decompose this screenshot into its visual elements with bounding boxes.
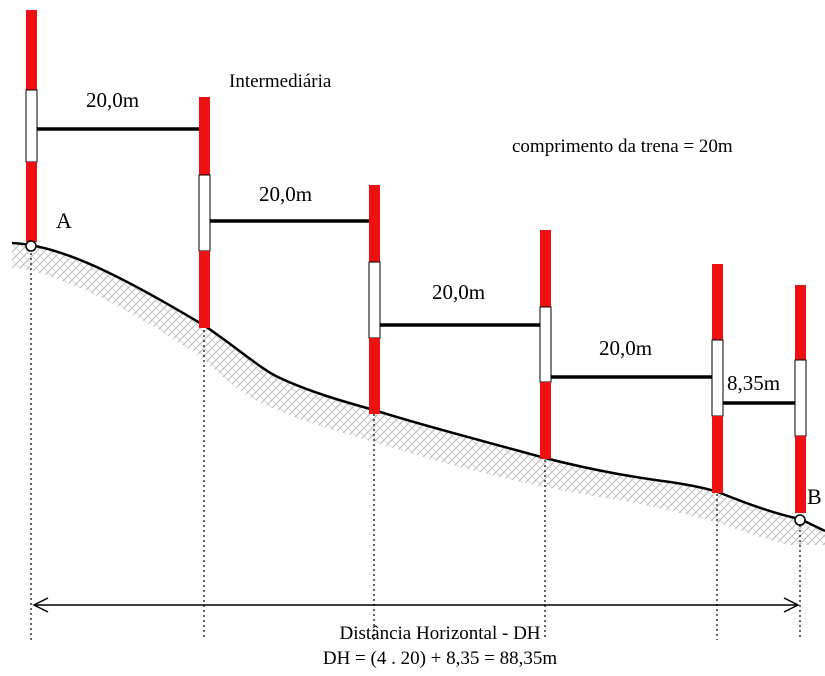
horizontal-distance-arrow <box>32 597 800 613</box>
horizontal-distance-label: Distância Horizontal - DH <box>339 623 540 644</box>
segment-label-1: 20,0m <box>86 88 139 112</box>
formula-label: DH = (4 . 20) + 8,35 = 88,35m <box>323 648 557 669</box>
arrowhead-left <box>32 597 49 613</box>
segment-label-5: 8,35m <box>727 371 780 395</box>
station-marker-b <box>794 514 806 526</box>
tape-length-note: comprimento da trena = 20m <box>512 136 733 157</box>
range-pole-2 <box>198 97 211 328</box>
intermediate-label: Intermediária <box>229 71 332 92</box>
range-pole-6 <box>794 285 807 513</box>
point-a-label: A <box>56 208 72 233</box>
projection-lines <box>30 248 801 640</box>
range-pole-5 <box>711 264 724 493</box>
arrowhead-right <box>783 597 800 613</box>
segment-label-2: 20,0m <box>259 182 312 206</box>
segment-label-3: 20,0m <box>432 280 485 304</box>
segment-label-4: 20,0m <box>599 336 652 360</box>
range-pole-4 <box>539 230 552 459</box>
station-marker-a <box>25 240 37 252</box>
point-b-label: B <box>807 484 822 509</box>
ground-fill <box>12 243 825 545</box>
range-pole-3 <box>368 185 381 414</box>
tape-segments <box>37 127 795 405</box>
ground-line <box>11 241 825 533</box>
range-pole-1 <box>25 10 38 242</box>
